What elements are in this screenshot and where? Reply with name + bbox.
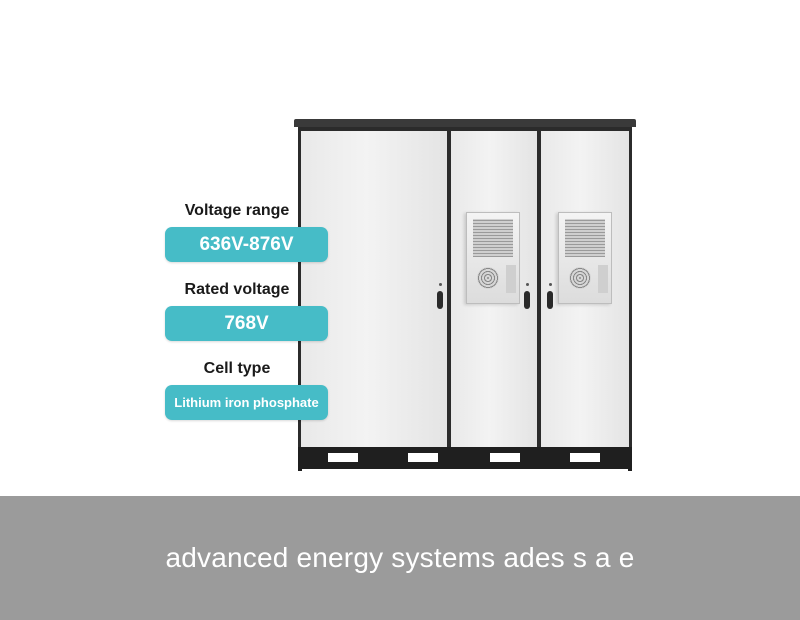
caption-text: advanced energy systems ades s a e xyxy=(165,542,635,573)
spec-label-cell-type: Cell type xyxy=(203,360,271,377)
vent-grille-icon xyxy=(565,219,605,257)
spec-value-cell-type: Lithium iron phosphate xyxy=(165,385,328,420)
door-handle-icon xyxy=(547,283,553,309)
spec-value-rated-voltage: 768V xyxy=(165,306,328,341)
spec-label-voltage-range: Voltage range xyxy=(184,202,290,219)
forklift-slot xyxy=(490,453,520,462)
fan-icon xyxy=(569,267,591,289)
spec-label-rated-voltage: Rated voltage xyxy=(184,281,290,298)
cabinet-base xyxy=(298,447,632,469)
product-image-area: Voltage range 636V-876V Rated voltage 76… xyxy=(165,119,636,471)
battery-cabinet-illustration xyxy=(294,119,636,471)
cabinet-roof xyxy=(294,119,636,127)
caption-bar: advanced energy systems ades s a e xyxy=(0,496,800,620)
forklift-slot xyxy=(328,453,358,462)
forklift-slot xyxy=(408,453,438,462)
spec-value-voltage-range: 636V-876V xyxy=(165,227,328,262)
forklift-slot xyxy=(570,453,600,462)
vent-grille-icon xyxy=(473,219,513,257)
door-handle-icon xyxy=(524,283,530,309)
air-conditioner-unit xyxy=(466,212,520,304)
door-handle-icon xyxy=(437,283,443,309)
air-conditioner-unit xyxy=(558,212,612,304)
fan-icon xyxy=(477,267,499,289)
